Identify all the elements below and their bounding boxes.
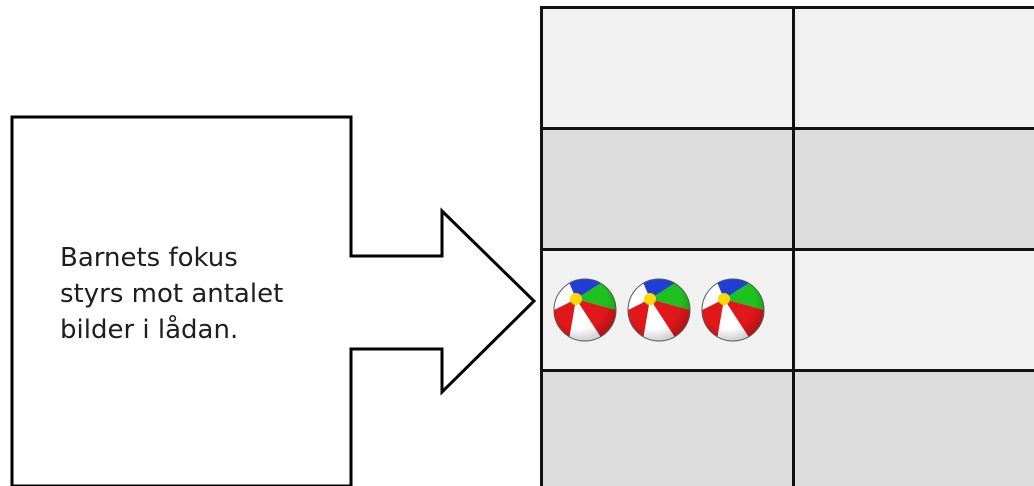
beach-ball-icon <box>552 277 618 343</box>
ten-frame-grid <box>540 6 1034 486</box>
caption-line-2: styrs mot antalet <box>60 279 284 309</box>
arrow-shape <box>10 115 537 486</box>
arrow-caption: Barnets fokus styrs mot antalet bilder i… <box>60 240 340 348</box>
grid-cell-r4-c1 <box>540 369 792 486</box>
grid-cell-r3-c2 <box>792 248 1034 369</box>
grid-cell-r2-c2 <box>792 127 1034 248</box>
caption-line-1: Barnets fokus <box>60 243 238 273</box>
caption-line-3: bilder i lådan. <box>60 315 239 345</box>
arrow-callout <box>10 115 537 486</box>
grid-cell-r2-c1 <box>540 127 792 248</box>
grid-cell-r1-c2 <box>792 6 1034 127</box>
grid-cell-r4-c2 <box>792 369 1034 486</box>
beach-ball-icon <box>626 277 692 343</box>
grid-cell-r1-c1 <box>540 6 792 127</box>
beach-ball-icon <box>700 277 766 343</box>
